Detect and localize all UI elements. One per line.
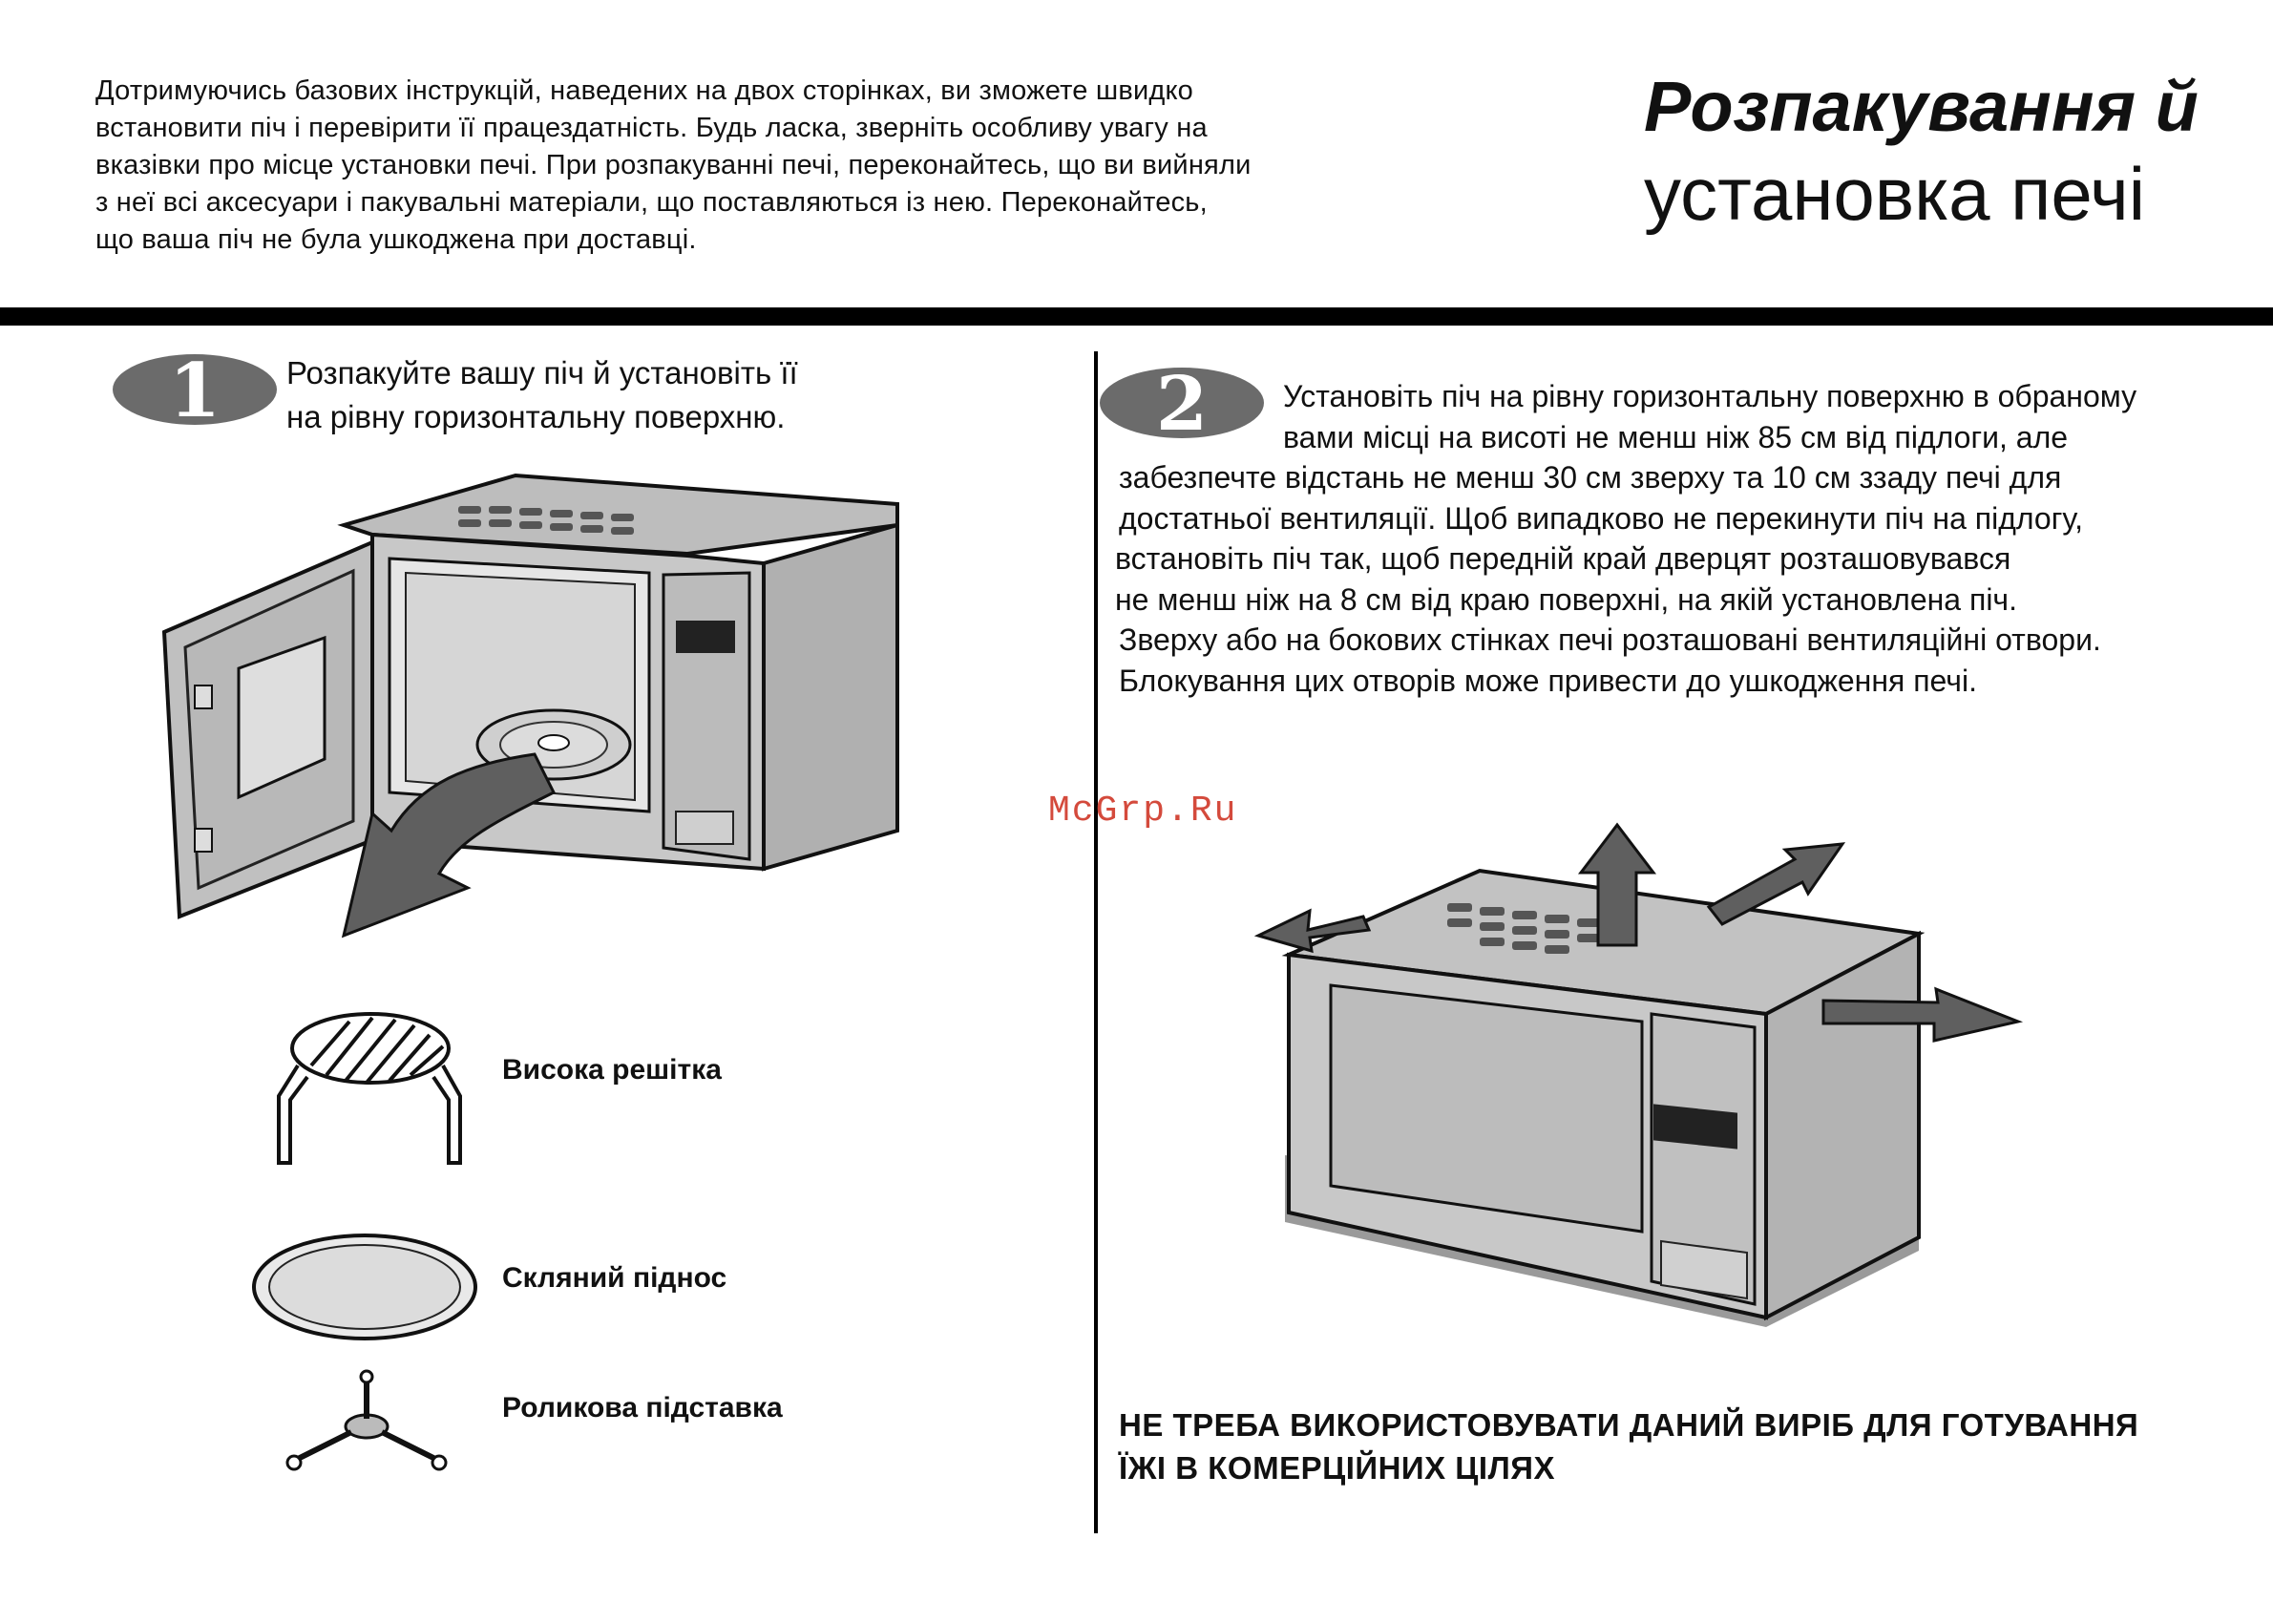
column-divider: [1094, 351, 1098, 1533]
step-2-line: встановіть піч так, щоб передній край дв…: [1115, 541, 2011, 576]
commercial-use-warning: НЕ ТРЕБА ВИКОРИСТОВУВАТИ ДАНИЙ ВИРІБ ДЛЯ…: [1119, 1403, 2138, 1489]
step-2-line: достатньої вентиляції. Щоб випадково не …: [1119, 500, 2084, 536]
step-2-line: вами місці на висоті не менш ніж 85 см в…: [1283, 419, 2069, 454]
step-1-badge: 1: [113, 348, 277, 434]
page-title: Розпакування й установка печі: [1644, 65, 2255, 239]
step-2-line: забезпечте відстань не менш 30 см зверху…: [1119, 460, 2062, 495]
watermark: McGrp.Ru: [1048, 791, 1238, 832]
high-rack-icon: [277, 1012, 462, 1165]
warning-line: НЕ ТРЕБА ВИКОРИСТОВУВАТИ ДАНИЙ ВИРІБ ДЛЯ…: [1119, 1407, 2139, 1443]
accessory-label-roller-ring: Роликова підставка: [502, 1392, 783, 1424]
step-2-line: Блокування цих отворів може привести до …: [1119, 663, 1977, 698]
glass-tray-icon: [252, 1234, 477, 1340]
step-1-text: Розпакуйте вашу піч й установіть її на р…: [286, 351, 798, 439]
step-2-line: Установіть піч на рівну горизонтальну по…: [1283, 379, 2137, 413]
intro-line: що ваша піч не була ушкоджена при достав…: [95, 224, 697, 255]
intro-line: Дотримуючись базових інструкцій, наведен…: [95, 75, 1193, 106]
open-microwave-illustration: [161, 473, 899, 939]
step-2-number: 2: [1156, 361, 1208, 448]
accessory-label-glass-tray: Скляний піднос: [502, 1262, 727, 1294]
intro-line: з неї всі аксесуари і пакувальні матеріа…: [95, 187, 1208, 218]
step-2-text: Установіть піч на рівну горизонтальну по…: [1115, 376, 2136, 701]
intro-text: Дотримуючись базових інструкцій, наведен…: [95, 73, 1394, 259]
step-2-line: Зверху або на бокових стінках печі розта…: [1119, 622, 2101, 657]
roller-ring-icon: [285, 1369, 448, 1471]
warning-line: ЇЖІ В КОМЕРЦІЙНИХ ЦІЛЯХ: [1119, 1450, 1555, 1486]
step-1-line: Розпакуйте вашу піч й установіть її: [286, 355, 798, 390]
title-line-2: установка печі: [1644, 152, 2146, 236]
step-1-number: 1: [169, 348, 221, 434]
step-2-line: не менш ніж на 8 см від краю поверхні, н…: [1115, 581, 2017, 617]
intro-line: встановити піч і перевірити її працездат…: [95, 113, 1208, 143]
title-line-1: Розпакування й: [1644, 67, 2199, 146]
step-1-line: на рівну горизонтальну поверхню.: [286, 399, 786, 434]
accessory-label-high-rack: Висока решітка: [502, 1054, 722, 1086]
step-2-badge: 2: [1100, 361, 1264, 448]
intro-line: вказівки про місце установки печі. При р…: [95, 150, 1252, 180]
header-divider: [0, 307, 2273, 326]
closed-microwave-illustration: [1253, 822, 2024, 1327]
